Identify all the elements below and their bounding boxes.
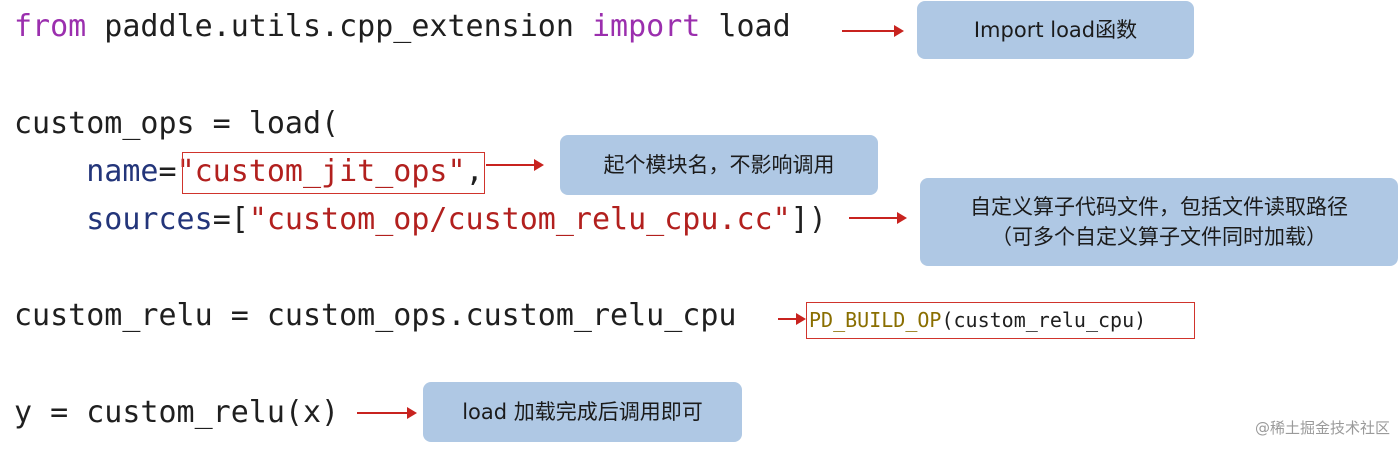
arrow-import-note xyxy=(842,25,904,37)
build-op-macro: PD_BUILD_OP xyxy=(809,308,942,332)
code-line-custom-relu: custom_relu = custom_ops.custom_relu_cpu xyxy=(14,298,737,333)
code-line-import: from paddle.utils.cpp_extension import l… xyxy=(14,9,791,45)
code-line-call: y = custom_relu(x) xyxy=(14,395,340,430)
note-module-name: 起个模块名，不影响调用 xyxy=(560,135,878,195)
code-line-load-call: custom_ops = load( xyxy=(14,106,340,141)
param-sources: sources xyxy=(86,202,213,237)
module-name-highlight xyxy=(182,152,485,194)
arrow-call-note xyxy=(357,407,417,419)
param-name: name xyxy=(86,154,159,189)
build-op-box: PD_BUILD_OP(custom_relu_cpu) xyxy=(806,302,1195,339)
source-path-string: "custom_op/custom_relu_cpu.cc" xyxy=(248,202,791,237)
code-line-name-arg: name="custom_jit_ops", xyxy=(86,154,484,189)
code-line-sources-arg: sources=["custom_op/custom_relu_cpu.cc"]… xyxy=(86,202,827,237)
keyword-import: import xyxy=(591,9,701,44)
note-import-load: Import load函数 xyxy=(917,1,1194,59)
keyword-from: from xyxy=(14,9,87,44)
note-source-files: 自定义算子代码文件，包括文件读取路径 （可多个自定义算子文件同时加载） xyxy=(920,178,1398,266)
build-op-arg: (custom_relu_cpu) xyxy=(941,308,1147,332)
arrow-build-op xyxy=(778,313,806,325)
watermark: @稀土掘金技术社区 xyxy=(1254,419,1390,437)
import-name: load xyxy=(700,9,791,44)
module-path: paddle.utils.cpp_extension xyxy=(86,9,592,44)
module-name-string: "custom_jit_ops" xyxy=(176,154,466,189)
arrow-sources-note xyxy=(849,212,907,224)
arrow-name-note xyxy=(486,159,544,171)
note-call-after-load: load 加载完成后调用即可 xyxy=(423,382,742,442)
